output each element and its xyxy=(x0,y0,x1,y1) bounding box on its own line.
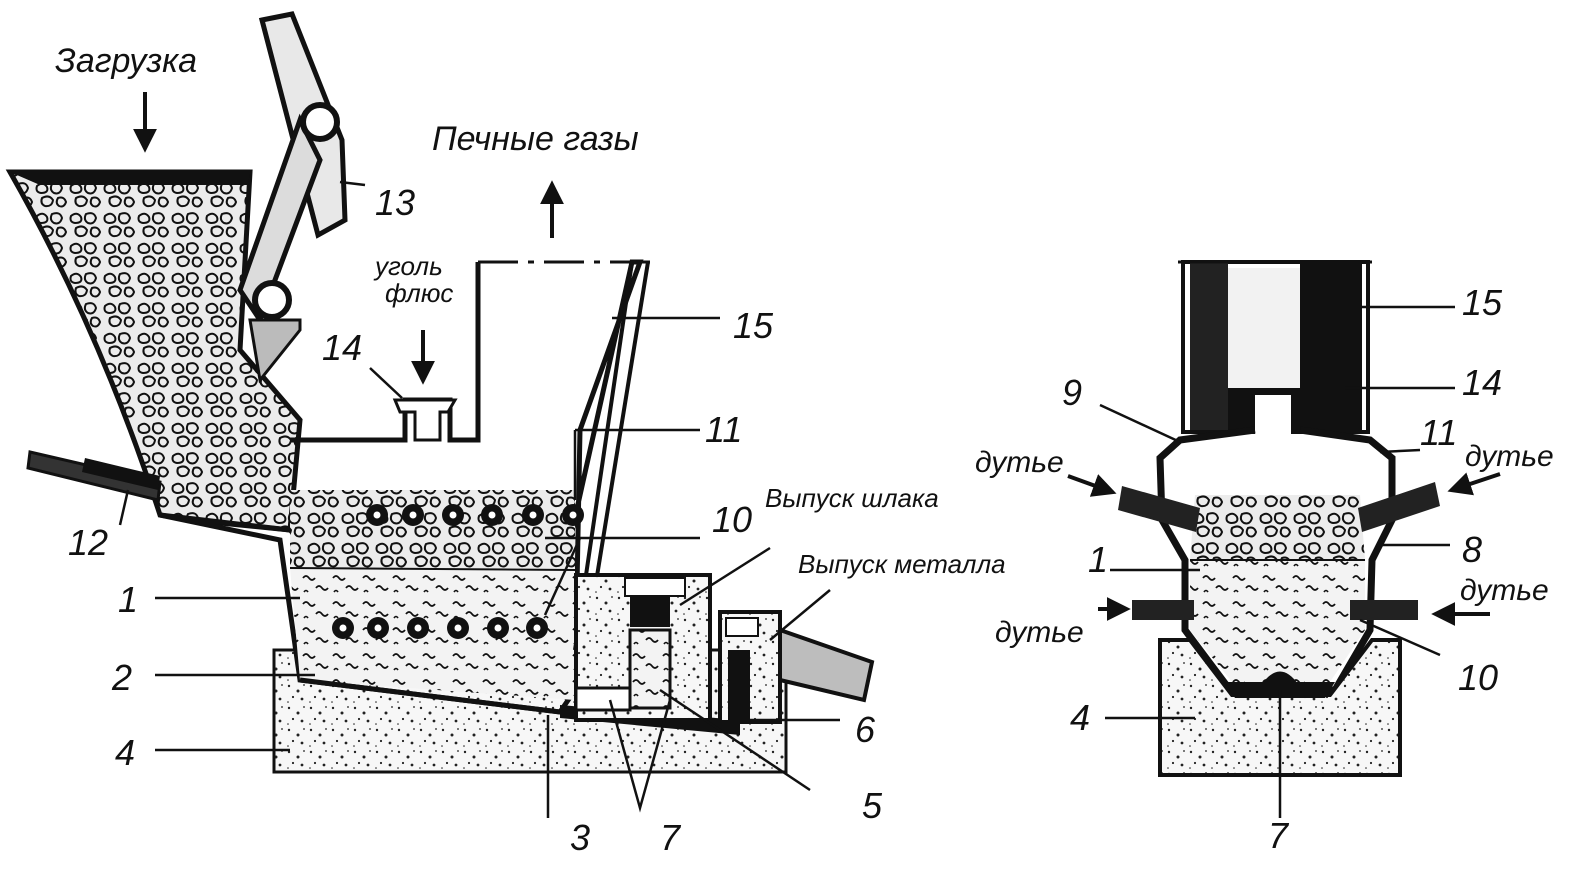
left-num-1: 1 xyxy=(118,579,138,620)
right-num-7: 7 xyxy=(1268,815,1290,856)
left-num-15: 15 xyxy=(733,305,774,346)
left-num-5: 5 xyxy=(862,785,883,826)
left-num-13: 13 xyxy=(375,182,415,223)
tuyere-lower-right xyxy=(1350,600,1418,620)
right-leader-lines xyxy=(1099,305,1455,818)
tuyere-lower-left xyxy=(1132,600,1194,620)
right-num-4: 4 xyxy=(1070,697,1090,738)
label-blast-left-bottom: дутье xyxy=(995,616,1084,649)
tuyere-upper-left xyxy=(1118,486,1200,532)
label-slag-tap: Выпуск шлака xyxy=(765,483,939,513)
right-furnace: дутье дутье дутье дутье 1 4 7 8 9 10 11 … xyxy=(975,260,1554,856)
right-num-10: 10 xyxy=(1458,657,1498,698)
tap-block xyxy=(574,573,875,724)
label-blast-right-top: дутье xyxy=(1465,440,1554,473)
label-loading: Загрузка xyxy=(55,42,197,80)
tuyere-row-lower xyxy=(332,617,548,639)
left-num-2: 2 xyxy=(111,657,132,698)
right-num-15: 15 xyxy=(1462,282,1503,323)
left-num-14: 14 xyxy=(322,327,362,368)
left-leader-lines xyxy=(118,180,840,818)
label-metal-tap: Выпуск металла xyxy=(798,549,1006,579)
label-flux: флюс xyxy=(385,278,453,308)
tuyere-upper-right xyxy=(1358,482,1440,532)
left-furnace: Загрузка Печные газы уголь флюс Выпуск ш… xyxy=(5,11,1006,858)
right-num-1: 1 xyxy=(1088,539,1108,580)
left-num-6: 6 xyxy=(855,709,876,750)
left-num-12: 12 xyxy=(68,522,108,563)
metal-tap-spout xyxy=(778,627,875,703)
electrode xyxy=(26,450,162,502)
left-num-7: 7 xyxy=(660,817,682,858)
left-num-10: 10 xyxy=(712,499,752,540)
label-coal: уголь xyxy=(373,251,443,281)
charging-mechanism xyxy=(237,11,348,384)
tuyere-row-upper xyxy=(366,504,584,526)
right-shaft-right-wall xyxy=(1300,262,1362,430)
left-num-4: 4 xyxy=(115,732,135,773)
right-shaft-left-wall xyxy=(1190,262,1228,430)
left-num-11: 11 xyxy=(705,409,742,450)
label-blast-left-top: дутье xyxy=(975,446,1064,479)
charging-port xyxy=(392,398,458,442)
label-furnace-gases: Печные газы xyxy=(432,120,639,158)
left-num-3: 3 xyxy=(570,817,590,858)
right-num-14: 14 xyxy=(1462,362,1502,403)
right-num-9: 9 xyxy=(1062,372,1082,413)
right-num-11: 11 xyxy=(1420,412,1457,453)
right-num-8: 8 xyxy=(1462,529,1482,570)
label-blast-right-bottom: дутье xyxy=(1460,574,1549,607)
